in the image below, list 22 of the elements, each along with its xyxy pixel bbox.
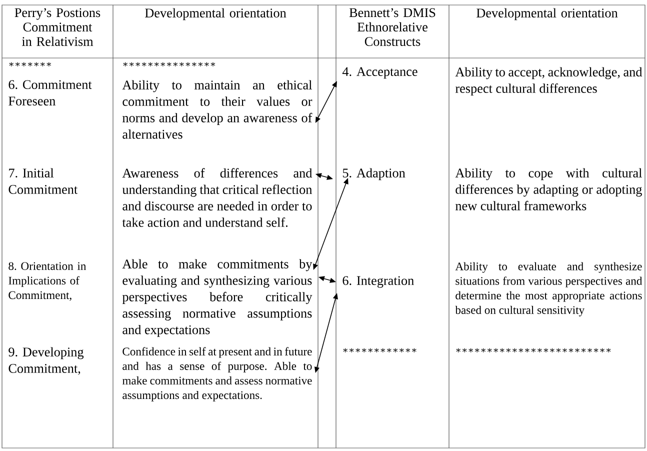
column-heading: Developmental orientation [476, 8, 618, 20]
position-text: 9. Developing Commitment, [8, 347, 84, 375]
description-text: Ability to cope with cultural differences by adapting or adopting new cultural frameworks [455, 168, 642, 210]
position-text: 8. Orientation in Implications of Commitment, [8, 262, 86, 301]
description-text: Confidence in self at present and in future and has a sense of purpose. Able to make commitments and assess normative assumptions and expectations. [122, 347, 312, 402]
placeholder-asterisks: ∗∗∗∗∗∗∗∗∗∗∗∗∗∗∗ [123, 62, 216, 66]
placeholder-asterisks: ∗∗∗∗∗∗∗∗∗∗∗∗∗∗∗∗∗∗∗∗∗∗∗∗∗ [456, 348, 611, 352]
placeholder-asterisks: ∗∗∗∗∗∗∗ [9, 62, 52, 66]
position-text: 6. Commitment Foreseen [8, 80, 92, 106]
construct-label: 5. Adaption [342, 168, 406, 180]
column-heading: Perry’s Postions Commitment in Relativism [14, 8, 100, 46]
construct-label: 6. Integration [342, 276, 414, 288]
description-text: Ability to maintain an ethical commitment to their values or norms and develop an awareness of alternatives [122, 80, 312, 139]
construct-label: 4. Acceptance [342, 67, 418, 79]
description-text: Able to make commitments by evaluating and synthesizing various perspectives before critically assessing normative assumptions and expectations [122, 259, 312, 337]
description-text: Ability to accept, acknowledge, and respect cultural differences [455, 67, 642, 96]
description-text: Ability to evaluate and synthesize situations from various perspectives and determine the most appropriate actions based on cultural sensitivity [455, 262, 642, 316]
column-heading: Developmental orientation [145, 8, 286, 20]
description-text: Awareness of differences and understanding that critical reflection and discourse are needed in order to take action and understand self. [122, 168, 312, 227]
column-heading: Bennett’s DMIS Ethnorelative Constructs [349, 8, 436, 46]
placeholder-asterisks: ∗∗∗∗∗∗∗∗∗∗∗∗ [343, 348, 416, 352]
position-text: 7. Initial Commitment [8, 168, 78, 194]
